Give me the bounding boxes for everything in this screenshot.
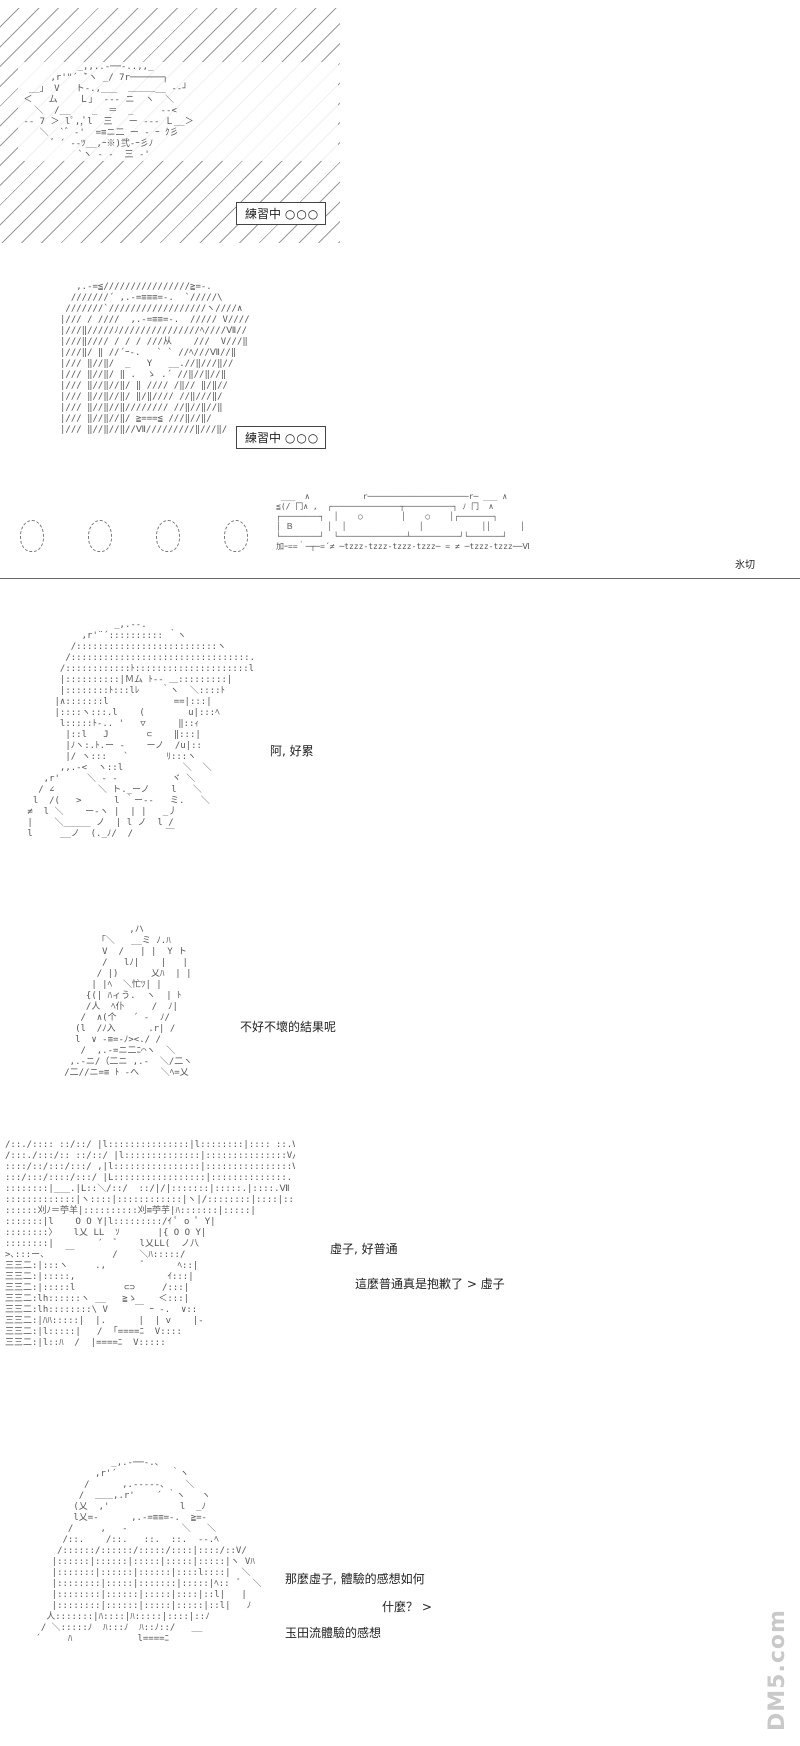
practice-label: 練習中: [245, 207, 282, 221]
practice-tag-2: 練習中 ○○○: [236, 426, 327, 449]
pigtails-ascii-art: /::./:::: ::/::/ |l:::::::::::::::|l::::…: [5, 1140, 295, 1348]
dialogue-line-6: 什麼？ >: [382, 1600, 432, 1614]
practice-label: 練習中: [245, 431, 282, 445]
dialogue-line-1: 阿, 好累: [270, 744, 314, 758]
section-divider: [0, 578, 800, 579]
egg-icon: [20, 520, 44, 552]
dialogue-line-7: 玉田流體驗的感想: [285, 1626, 382, 1640]
egg-icon: [224, 520, 248, 552]
egg-icon: [88, 520, 112, 552]
dialogue-line-2: 不好不壞的結果呢: [240, 1020, 337, 1034]
girl-ascii-art: _,.-‐. ,r'¨´:::::::::: ｀ヽ /:::::::::::::…: [27, 620, 255, 839]
practice-tag-1: 練習中 ○○○: [236, 202, 327, 225]
train-sign-text: 氷切: [735, 560, 755, 571]
cat-ascii-art: ,ハ 「＼ __ミ ﾉ.ﾊ V / | | Y ト / lﾉ| | | / |)…: [64, 925, 193, 1078]
car-ascii-art: _,,..-──-..,,_ ,r'"´ ̄`ヽ _/ 7r──────┐ __…: [18, 62, 338, 161]
dialogue-line-3: 虛子, 好普通: [330, 1242, 398, 1256]
dialogue-line-5: 那麼虛子, 體驗的感想如何: [285, 1572, 425, 1586]
egg-icon: [156, 520, 180, 552]
court-ascii-art: ,.-=≦////////////////≧=-. ///////´ ,.-=≡…: [60, 282, 250, 435]
site-watermark: DM5.com: [765, 1609, 790, 1731]
helmet-ascii-art: _,.-──-.、 ,r'´ ｀ヽ / ,.-‐‐‐-、 ＼ / ＿＿,.r' …: [35, 1458, 262, 1644]
train-ascii-art: ___ ∧ r─────────────────────r─ ___ ∧ ≦(/…: [276, 492, 530, 551]
dialogue-line-4: 這麼普通真是抱歉了 > 虛子: [355, 1277, 505, 1291]
practice-dots: ○○○: [284, 207, 320, 221]
practice-dots: ○○○: [284, 431, 320, 445]
